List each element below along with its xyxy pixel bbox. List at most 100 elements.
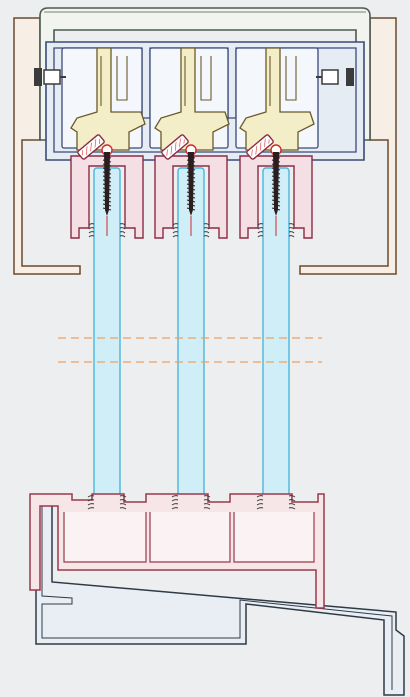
screw-thread bbox=[186, 159, 196, 163]
top-gasket bbox=[119, 231, 126, 234]
top-gasket bbox=[119, 227, 126, 230]
top-gasket bbox=[288, 227, 295, 230]
screw-thread bbox=[186, 199, 196, 203]
glass-channel-1 bbox=[70, 155, 144, 239]
bottom-gasket bbox=[203, 499, 211, 502]
angled-clamp-hatch-2 bbox=[163, 136, 187, 158]
fixing-screw-3 bbox=[273, 152, 279, 216]
top-gasket bbox=[172, 235, 179, 238]
sliding-panels bbox=[70, 47, 315, 531]
top-gasket bbox=[288, 235, 295, 238]
top-gasket bbox=[88, 227, 95, 230]
screw-thread bbox=[186, 179, 196, 183]
left-fixing-bolt bbox=[34, 68, 66, 86]
bottom-gasket bbox=[119, 495, 127, 498]
top-gasket bbox=[257, 235, 264, 238]
bottom-gaskets bbox=[87, 495, 296, 510]
screw-thread bbox=[102, 195, 112, 199]
bottom-gasket bbox=[171, 495, 179, 498]
bottom-gasket bbox=[87, 507, 95, 510]
bottom-gasket bbox=[288, 499, 296, 502]
screw-thread bbox=[271, 179, 281, 183]
right-side-jamb bbox=[299, 17, 397, 275]
screw-thread bbox=[102, 163, 112, 167]
glass-channel-2 bbox=[154, 155, 228, 239]
screw-thread bbox=[102, 187, 112, 191]
screw-thread bbox=[271, 163, 281, 167]
screw-thread bbox=[102, 191, 112, 195]
bottom-gasket bbox=[256, 507, 264, 510]
top-gasket bbox=[203, 227, 210, 230]
screw-thread bbox=[186, 167, 196, 171]
screw-thread bbox=[271, 171, 281, 175]
top-gasket bbox=[88, 231, 95, 234]
screw-thread bbox=[102, 183, 112, 187]
top-gasket bbox=[172, 227, 179, 230]
carrier-bracket-2 bbox=[154, 47, 230, 151]
bottom-gasket bbox=[119, 507, 127, 510]
bottom-gasket bbox=[87, 499, 95, 502]
screw-thread bbox=[271, 175, 281, 179]
fixing-screw-1 bbox=[104, 152, 110, 216]
bottom-gasket bbox=[171, 507, 179, 510]
bottom-gasket bbox=[119, 499, 127, 502]
bottom-gasket bbox=[288, 503, 296, 506]
screw-thread bbox=[271, 207, 281, 211]
screw-thread bbox=[186, 155, 196, 159]
fixing-screw-2 bbox=[188, 152, 194, 216]
screw-thread bbox=[102, 155, 112, 159]
top-gasket bbox=[119, 235, 126, 238]
screw-thread bbox=[186, 195, 196, 199]
screw-thread bbox=[102, 167, 112, 171]
bottom-gasket bbox=[87, 495, 95, 498]
glass-channel-3 bbox=[239, 155, 313, 239]
top-gasket bbox=[88, 223, 95, 226]
screw-thread bbox=[271, 191, 281, 195]
screw-thread bbox=[102, 171, 112, 175]
panel-1 bbox=[70, 47, 146, 531]
top-gasket bbox=[257, 223, 264, 226]
screw-thread bbox=[102, 207, 112, 211]
panel-2 bbox=[154, 47, 230, 531]
top-gasket bbox=[288, 231, 295, 234]
screw-thread bbox=[186, 203, 196, 207]
screw-thread bbox=[186, 207, 196, 211]
bottom-gasket bbox=[171, 499, 179, 502]
top-gasket bbox=[203, 235, 210, 238]
screw-thread bbox=[271, 159, 281, 163]
top-gasket bbox=[288, 223, 295, 226]
screw-thread bbox=[102, 179, 112, 183]
bottom-gasket bbox=[256, 499, 264, 502]
screw-thread bbox=[102, 199, 112, 203]
carrier-arm-2 bbox=[184, 56, 212, 106]
top-gasket bbox=[257, 227, 264, 230]
bottom-gasket bbox=[256, 503, 264, 506]
bottom-gasket bbox=[288, 507, 296, 510]
top-gasket bbox=[119, 223, 126, 226]
angled-clamp-hatch-3 bbox=[248, 136, 272, 158]
screw-thread bbox=[271, 187, 281, 191]
screw-thread bbox=[186, 163, 196, 167]
panel-3 bbox=[239, 47, 315, 531]
top-gasket bbox=[88, 235, 95, 238]
screw-thread bbox=[271, 155, 281, 159]
screw-thread bbox=[271, 199, 281, 203]
screw-thread bbox=[186, 187, 196, 191]
screw-thread bbox=[271, 183, 281, 187]
top-gasket bbox=[203, 231, 210, 234]
screw-thread bbox=[102, 203, 112, 207]
carrier-bracket-1 bbox=[70, 47, 146, 151]
bottom-gasket bbox=[171, 503, 179, 506]
bottom-gasket bbox=[203, 507, 211, 510]
bottom-gasket bbox=[203, 503, 211, 506]
bottom-gasket bbox=[288, 495, 296, 498]
screw-thread bbox=[271, 167, 281, 171]
carrier-bracket-3 bbox=[239, 47, 315, 151]
carrier-arm-1 bbox=[100, 56, 128, 106]
top-gasket bbox=[172, 223, 179, 226]
angled-clamp-hatch-1 bbox=[79, 136, 103, 158]
top-gasket bbox=[257, 231, 264, 234]
bottom-gasket bbox=[256, 495, 264, 498]
